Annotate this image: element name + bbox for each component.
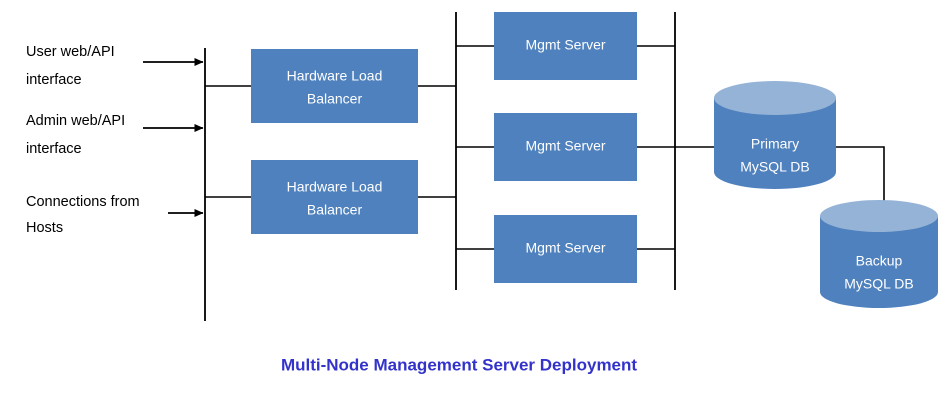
- mgmt-server-2-label: Mgmt Server: [525, 138, 605, 154]
- backup-db-cylinder-body[interactable]: [820, 216, 938, 308]
- mgmt-server-3-label: Mgmt Server: [525, 240, 605, 256]
- backup-db-label-line2: MySQL DB: [844, 276, 914, 292]
- admin-interface-label-line1: Admin web/API: [26, 113, 125, 129]
- backup-db-label-line1: Backup: [856, 253, 903, 269]
- load-balancer-2-box[interactable]: [251, 160, 418, 234]
- load-balancer-1[interactable]: Hardware Load Balancer: [251, 49, 418, 123]
- host-connections-label-line1: Connections from: [26, 194, 140, 210]
- primary-mysql-db[interactable]: Primary MySQL DB: [714, 81, 836, 189]
- primary-db-label-line2: MySQL DB: [740, 159, 810, 175]
- input-arrows-group: [143, 58, 204, 217]
- load-balancer-2-label-line2: Balancer: [307, 202, 363, 218]
- mgmt-server-2[interactable]: Mgmt Server: [494, 113, 637, 181]
- mgmt-server-2-box[interactable]: [494, 113, 637, 181]
- load-balancer-2-label-line1: Hardware Load: [287, 179, 383, 195]
- mgmt-server-1-box[interactable]: [494, 12, 637, 80]
- primary-db-cylinder-top: [714, 81, 836, 115]
- input-labels-group: User web/API interface Admin web/API int…: [26, 44, 140, 236]
- backup-mysql-db[interactable]: Backup MySQL DB: [820, 200, 938, 308]
- primary-db-label-line1: Primary: [751, 136, 799, 152]
- backup-db-cylinder-top: [820, 200, 938, 232]
- diagram-title: Multi-Node Management Server Deployment: [281, 355, 637, 374]
- primary-to-backup-replication-line: [836, 146, 885, 216]
- mgmt-server-3-box[interactable]: [494, 215, 637, 283]
- mgmt-server-1[interactable]: Mgmt Server: [494, 12, 637, 80]
- mgmt-server-1-label: Mgmt Server: [525, 37, 605, 53]
- user-interface-label-line1: User web/API: [26, 44, 115, 60]
- user-interface-label-line2: interface: [26, 72, 82, 88]
- mgmt-server-3[interactable]: Mgmt Server: [494, 215, 637, 283]
- load-balancer-1-label-line2: Balancer: [307, 91, 363, 107]
- load-balancer-2[interactable]: Hardware Load Balancer: [251, 160, 418, 234]
- load-balancer-1-box[interactable]: [251, 49, 418, 123]
- primary-db-cylinder-body[interactable]: [714, 98, 836, 189]
- host-connections-label-line2: Hosts: [26, 220, 63, 236]
- admin-interface-label-line2: interface: [26, 141, 82, 157]
- load-balancer-1-label-line1: Hardware Load: [287, 68, 383, 84]
